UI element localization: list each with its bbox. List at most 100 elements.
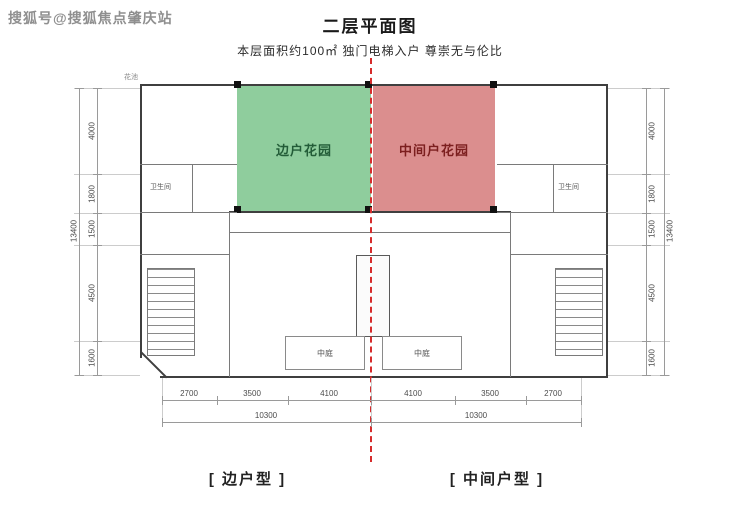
dimension-tick xyxy=(217,396,218,405)
elevator-core xyxy=(356,255,390,337)
dimension-line xyxy=(79,88,80,375)
dimension-tick xyxy=(455,396,456,405)
dimension-tick xyxy=(93,245,102,246)
dimension-label: 4000 xyxy=(87,122,97,140)
wall-left xyxy=(140,84,142,358)
dimension-tick xyxy=(371,396,372,405)
dimension-tick xyxy=(581,396,582,405)
column-marker xyxy=(234,206,241,213)
dimension-extension xyxy=(74,245,140,246)
column-marker xyxy=(490,81,497,88)
wall-right xyxy=(606,84,608,378)
dimension-tick xyxy=(660,88,669,89)
dimension-label: 10300 xyxy=(254,411,278,420)
interior-wall xyxy=(140,212,237,213)
dimension-label: 4100 xyxy=(320,389,338,398)
dimension-label: 13400 xyxy=(69,219,79,243)
dimension-tick xyxy=(642,341,651,342)
dimension-extension xyxy=(608,88,670,89)
bathroom-left-label: 卫生间 xyxy=(150,184,171,191)
dimension-label: 4100 xyxy=(404,389,422,398)
interior-wall xyxy=(497,164,608,165)
dimension-tick xyxy=(93,213,102,214)
bathroom-right-label: 卫生间 xyxy=(558,184,579,191)
dimension-label: 4000 xyxy=(647,122,657,140)
left-garden-area: 边户花园 xyxy=(237,86,371,212)
page-subtitle: 本层面积约100㎡ 独门电梯入户 尊崇无与伦比 xyxy=(237,44,503,58)
dimension-label: 1600 xyxy=(87,349,97,367)
interior-wall xyxy=(510,254,608,255)
dimension-label: 1500 xyxy=(647,220,657,238)
right-garden-label: 中间户花园 xyxy=(398,142,469,158)
dimension-label: 4500 xyxy=(647,284,657,302)
dimension-tick xyxy=(162,396,163,405)
dimension-tick xyxy=(642,375,651,376)
dimension-tick xyxy=(660,375,669,376)
flower-bed-label: 花池 xyxy=(124,74,138,81)
dimension-tick xyxy=(75,375,84,376)
dimension-tick xyxy=(581,418,582,427)
interior-wall xyxy=(229,212,230,377)
dimension-tick xyxy=(93,174,102,175)
dimension-extension xyxy=(74,375,140,376)
dimension-extension xyxy=(608,174,670,175)
interior-wall xyxy=(140,254,230,255)
column-marker xyxy=(365,81,372,88)
dimension-label: 2700 xyxy=(180,389,198,398)
wall-top xyxy=(140,84,608,86)
interior-wall xyxy=(497,212,608,213)
dimension-tick xyxy=(526,396,527,405)
dimension-tick xyxy=(93,88,102,89)
dimension-label: 3500 xyxy=(243,389,261,398)
dimension-label: 2700 xyxy=(544,389,562,398)
dimension-extension xyxy=(608,245,670,246)
dimension-label: 4500 xyxy=(87,284,97,302)
dimension-tick xyxy=(642,213,651,214)
dimension-extension xyxy=(74,213,140,214)
dimension-label: 1500 xyxy=(87,220,97,238)
atrium-left-label: 中庭 xyxy=(317,348,333,358)
wall-bottom xyxy=(160,376,608,378)
dimension-label: 1800 xyxy=(87,185,97,203)
dimension-tick xyxy=(93,341,102,342)
dimension-tick xyxy=(642,88,651,89)
dimension-line xyxy=(162,422,582,423)
watermark: 搜狐号@搜狐焦点肇庆站 xyxy=(8,10,173,26)
dimension-label: 1800 xyxy=(647,185,657,203)
interior-wall xyxy=(140,164,237,165)
staircase-right xyxy=(555,268,603,356)
dimension-extension xyxy=(74,341,140,342)
interior-wall xyxy=(553,165,554,212)
dimension-label: 3500 xyxy=(481,389,499,398)
unit-type-label-left: [ 边户型 ] xyxy=(208,471,287,488)
interior-wall xyxy=(192,165,193,212)
unit-divider-line xyxy=(370,58,372,462)
column-marker xyxy=(365,206,372,213)
dimension-extension xyxy=(74,174,140,175)
staircase-left xyxy=(147,268,195,356)
dimension-label: 13400 xyxy=(665,219,675,243)
unit-type-label-right: [ 中间户型 ] xyxy=(449,471,545,488)
dimension-tick xyxy=(288,396,289,405)
dimension-extension xyxy=(608,213,670,214)
dimension-line xyxy=(664,88,665,375)
atrium-right: 中庭 xyxy=(382,336,462,370)
atrium-right-label: 中庭 xyxy=(414,348,430,358)
right-garden-area: 中间户花园 xyxy=(373,86,495,212)
dimension-tick xyxy=(371,418,372,427)
dimension-extension xyxy=(608,375,670,376)
dimension-tick xyxy=(75,88,84,89)
dimension-line xyxy=(646,88,647,375)
atrium-left: 中庭 xyxy=(285,336,365,370)
dimension-line xyxy=(97,88,98,375)
page-title: 二层平面图 xyxy=(322,17,418,36)
dimension-tick xyxy=(162,418,163,427)
dimension-extension xyxy=(74,88,140,89)
dimension-extension xyxy=(608,341,670,342)
dimension-tick xyxy=(642,245,651,246)
dimension-label: 1600 xyxy=(647,349,657,367)
dimension-tick xyxy=(642,174,651,175)
dimension-label: 10300 xyxy=(464,411,488,420)
left-garden-label: 边户花园 xyxy=(275,142,332,158)
